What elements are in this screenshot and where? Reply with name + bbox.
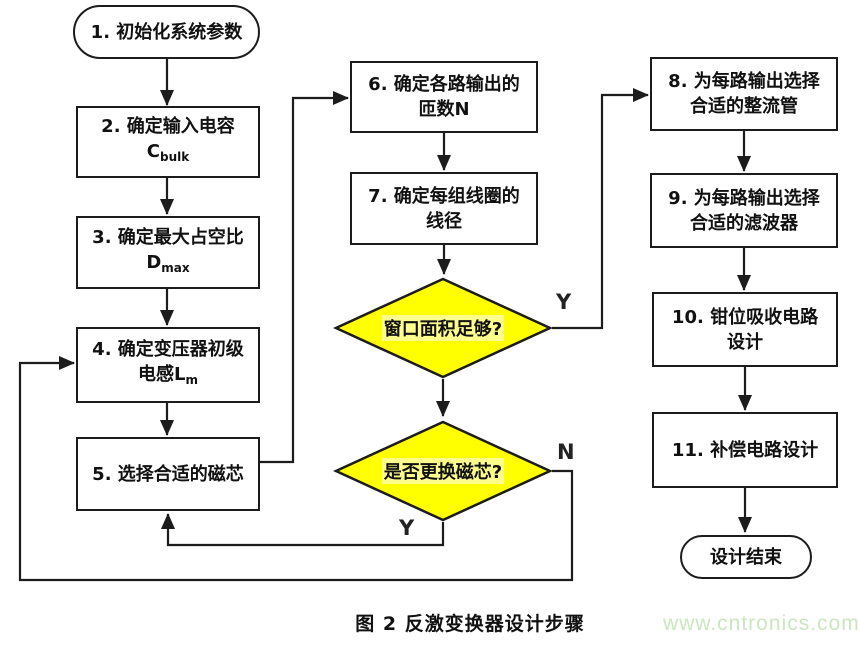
node-2-line1: 2. 确定输入电容 xyxy=(101,116,235,137)
process-node-5-select-core: 5. 选择合适的磁芯 xyxy=(76,437,260,511)
process-node-7-wire-diameter: 7. 确定每组线圈的 线径 xyxy=(350,172,538,245)
decision-window-area-label: 窗口面积足够? xyxy=(333,276,553,380)
node-3-line2: Dmax xyxy=(146,251,190,275)
node-4-line1: 4. 确定变压器初级 xyxy=(92,339,244,360)
process-node-8-rectifier: 8. 为每路输出选择 合适的整流管 xyxy=(650,57,838,131)
decision-node-window-area: 窗口面积足够? xyxy=(333,276,553,380)
node-2-line2: Cbulk xyxy=(146,141,190,164)
node-6-line2: 匝数N xyxy=(418,99,470,120)
process-node-4-primary-inductance: 4. 确定变压器初级 电感Lm xyxy=(76,327,260,403)
node-5-label: 5. 选择合适的磁芯 xyxy=(92,463,244,485)
edge-d1-yes-to-8 xyxy=(552,88,649,330)
node-9-line1: 9. 为每路输出选择 xyxy=(668,187,820,209)
start-node: 1. 初始化系统参数 xyxy=(73,5,260,59)
decision-replace-core-label: 是否更换磁芯? xyxy=(333,419,553,523)
process-node-6-turns: 6. 确定各路输出的 匝数N xyxy=(350,61,538,133)
node-10-line2: 设计 xyxy=(727,331,763,353)
process-node-9-filter: 9. 为每路输出选择 合适的滤波器 xyxy=(650,173,838,248)
node-4-line2: 电感Lm xyxy=(138,364,198,387)
process-node-11-compensation: 11. 补偿电路设计 xyxy=(652,412,838,488)
end-node-label: 设计结束 xyxy=(710,546,782,568)
node-8-line1: 8. 为每路输出选择 xyxy=(668,71,820,92)
node-9-line2: 合适的滤波器 xyxy=(690,212,798,234)
node-6-line1: 6. 确定各路输出的 xyxy=(368,74,520,95)
edge-d2-yes-to-5 xyxy=(161,513,445,547)
process-node-10-clamp-snubber: 10. 钳位吸收电路 设计 xyxy=(652,292,838,367)
node-11-label: 11. 补偿电路设计 xyxy=(671,439,819,461)
start-node-label: 1. 初始化系统参数 xyxy=(90,21,243,43)
node-3-line1: 3. 确定最大占空比 xyxy=(92,226,244,248)
edge-label-d2-yes: Y xyxy=(399,516,415,540)
edge-5-to-6 xyxy=(259,91,349,464)
watermark: www.cntronics.com xyxy=(663,612,859,635)
decision-node-replace-core: 是否更换磁芯? xyxy=(333,419,553,523)
edge-d2-no-to-4 xyxy=(18,356,574,582)
edge-label-d2-no: N xyxy=(557,440,575,464)
node-7-line1: 7. 确定每组线圈的 xyxy=(368,185,520,207)
node-7-line2: 线径 xyxy=(426,210,462,232)
figure-caption: 图 2 反激变换器设计步骤 xyxy=(355,613,585,635)
process-node-2-input-capacitor: 2. 确定输入电容 Cbulk xyxy=(76,106,260,178)
process-node-3-max-duty-cycle: 3. 确定最大占空比 Dmax xyxy=(76,216,260,289)
node-10-line1: 10. 钳位吸收电路 xyxy=(671,306,819,328)
edge-label-d1-yes: Y xyxy=(556,290,572,314)
node-8-line2: 合适的整流管 xyxy=(690,96,798,117)
end-node: 设计结束 xyxy=(680,535,812,579)
